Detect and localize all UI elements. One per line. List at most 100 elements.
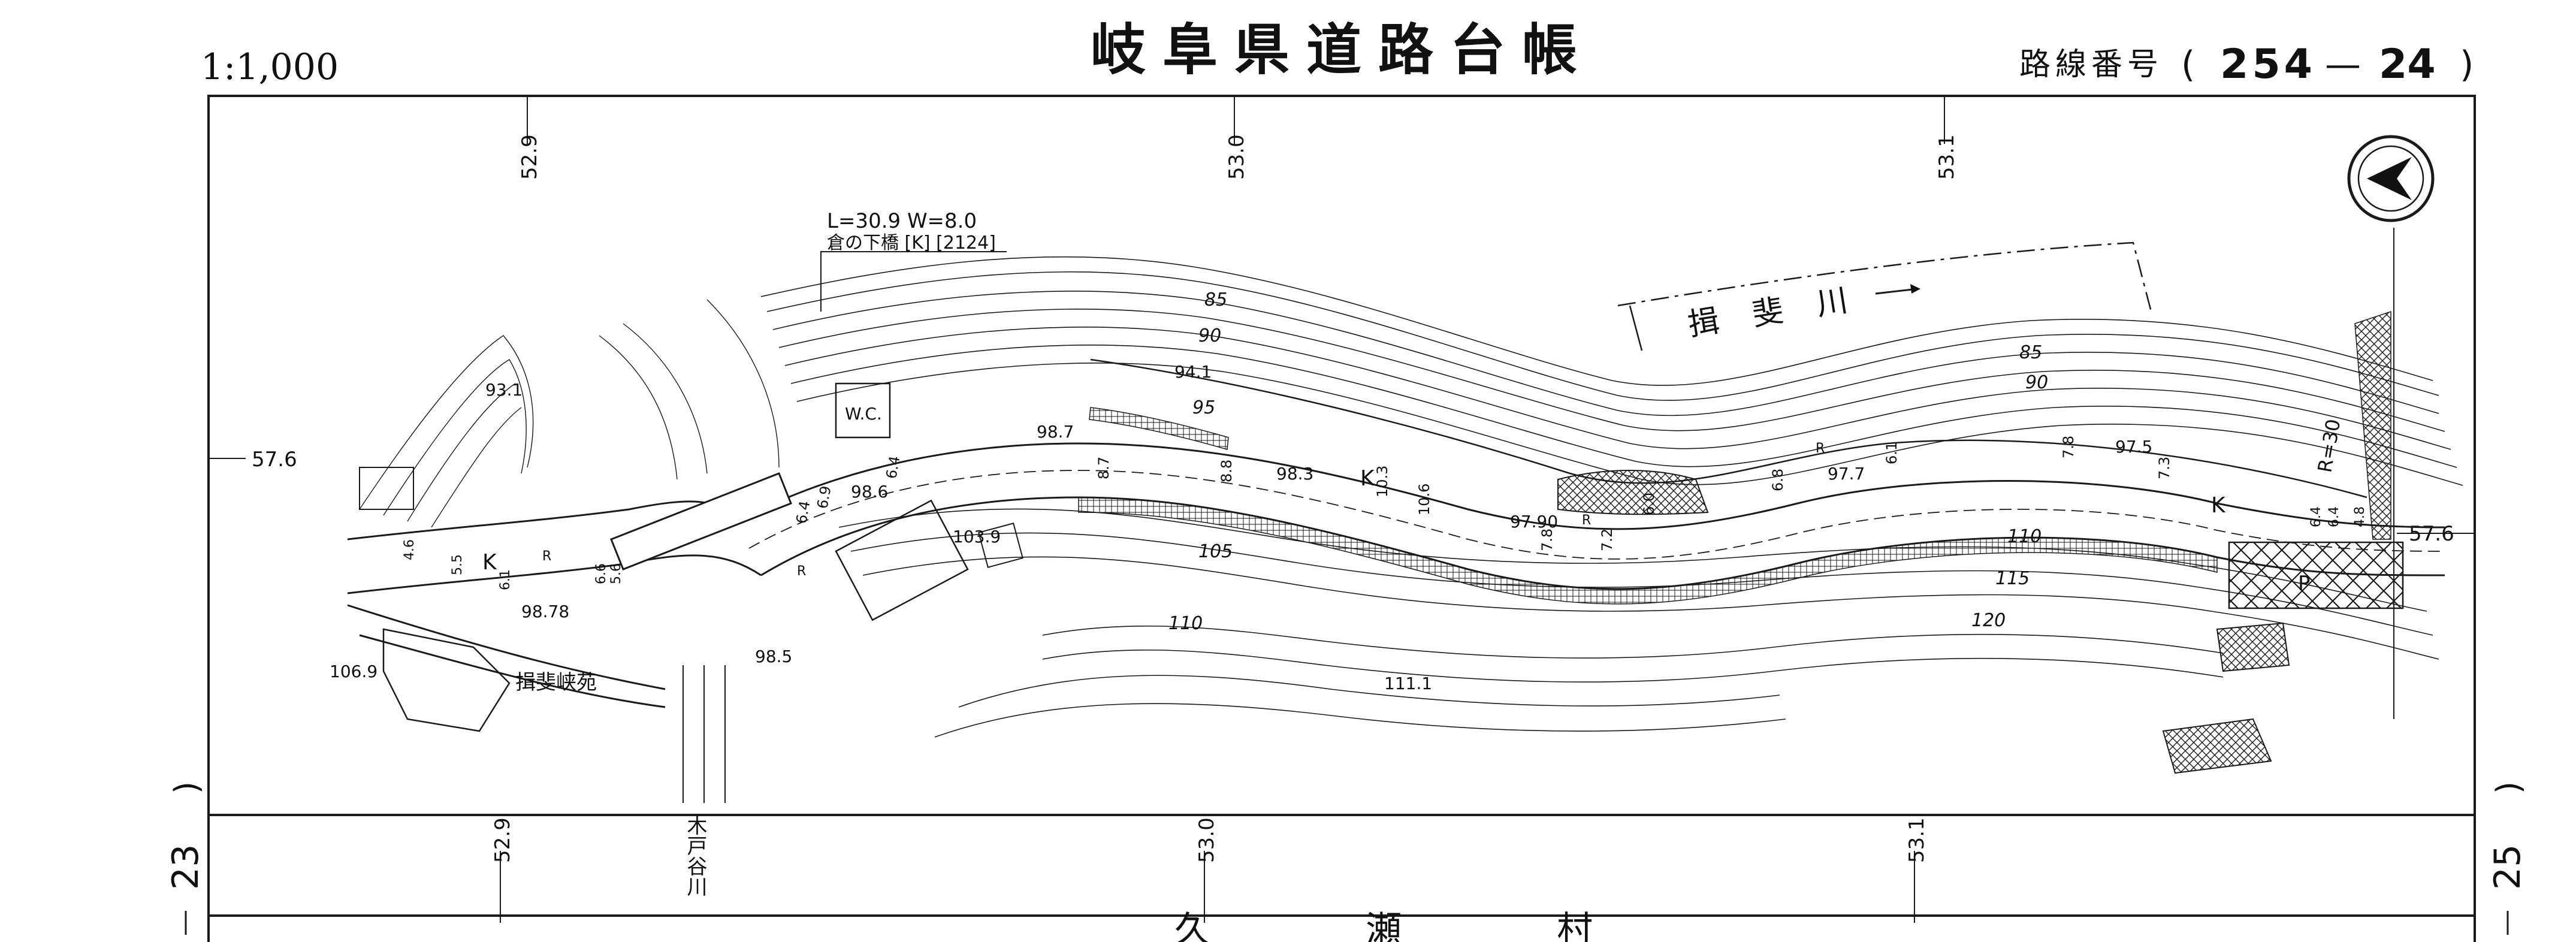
facility-name: 揖斐峡苑: [515, 671, 597, 695]
grid-ticks: [209, 96, 2475, 923]
river-boundary-line: [1617, 241, 2152, 312]
river-name: 揖 斐 川: [1686, 280, 1862, 343]
contour-lines-west: [359, 299, 780, 528]
building-small-west: [359, 467, 414, 510]
spot-elevation: 97.7: [1828, 464, 1865, 484]
grid-tick-top-2: 53.0: [1225, 134, 1249, 180]
hatched-rock-1: [2216, 622, 2290, 672]
road-retaining-wall: [1078, 497, 2218, 605]
road-width: 6.9: [814, 485, 834, 510]
creek-name: 木戸谷川: [683, 815, 707, 896]
river-boundary-tick: [1629, 305, 1643, 351]
grid-tick-top-3: 53.1: [1935, 134, 1959, 180]
road-width: 7.8: [2060, 436, 2077, 458]
contour-label: 110: [2007, 526, 2042, 547]
road-class-symbol: R: [1816, 441, 1825, 456]
village-name: 久 瀬 村: [1174, 909, 1665, 942]
page-title: 岐阜県道路台帳: [1091, 18, 1594, 82]
next-sheet-number: 25: [2487, 844, 2529, 890]
grid-tick-bottom-1: 52.9: [491, 817, 515, 863]
bridge-name: 倉の下橋 [K] [2124]: [827, 233, 996, 253]
route-open-paren: (: [2181, 44, 2195, 86]
spot-elevation: 97.90: [1510, 512, 1558, 532]
road-width: 8.8: [1218, 460, 1235, 482]
spot-elevation: 97.5: [2115, 437, 2152, 457]
grid-tick-top-1: 52.9: [518, 134, 542, 180]
road-width: 6.1: [1883, 442, 1900, 464]
spot-elevations: 93.1 94.1 98.7 98.3 98.6 103.9 98.78 98.…: [330, 362, 2152, 693]
north-arrow-icon: [2347, 135, 2435, 222]
route-sheet-number: 24: [2379, 41, 2436, 88]
contour-label: 110: [1168, 613, 1203, 634]
road-class-symbol: R: [1582, 513, 1591, 528]
road-symbols: K K K R R R R P: [482, 441, 2311, 596]
road-width: 7.2: [1599, 529, 1615, 551]
route-label: 路線番号: [2019, 47, 2163, 83]
contour-label: 85: [2019, 342, 2042, 363]
road-class-symbol: K: [1360, 466, 1375, 491]
river-flow-arrow: [1875, 288, 1918, 295]
bridge-leader-line: [820, 251, 1007, 312]
contour-label: 90: [2025, 372, 2048, 393]
creek: [682, 665, 726, 803]
road-width: 4.6: [402, 539, 417, 560]
road-width: 6.4: [2309, 506, 2324, 527]
curve-radius-label: R=30: [2313, 417, 2345, 474]
bridge-dimensions: L=30.9 W=8.0: [827, 209, 977, 233]
road-class-symbol: R: [797, 564, 806, 579]
road-class-symbol: K: [2211, 493, 2226, 518]
road-width: 10.6: [1416, 484, 1433, 515]
road-width: 5.6: [609, 563, 624, 584]
contour-label: 115: [1995, 568, 2030, 589]
buildings: [359, 382, 1023, 732]
grid-tick-right: 57.6: [2409, 522, 2454, 546]
road-width: 6.6: [594, 563, 609, 584]
road-class-symbol: R: [542, 549, 551, 564]
spot-elevation: 98.7: [1037, 422, 1074, 442]
spot-elevation: 106.9: [330, 662, 378, 681]
contour-label: 105: [1198, 541, 1233, 562]
grid-tick-left: 57.6: [252, 448, 297, 472]
contour-lines-north: [760, 256, 2463, 486]
road-width: 6.4: [883, 455, 903, 480]
road-widths: 6.4 6.9 6.4 8.7 8.8 10.3 10.6 7.8 7.2 6.…: [402, 436, 2367, 590]
spot-elevation: 98.78: [521, 602, 569, 621]
parking-symbol: P: [2298, 572, 2311, 596]
contour-label: 95: [1192, 397, 1215, 418]
road-class-symbol: K: [482, 550, 497, 575]
contour-labels: 85 90 95 85 90 105 110 110 115 120: [1168, 289, 2048, 634]
parking-area[interactable]: [2228, 541, 2404, 609]
grid-tick-bottom-2: 53.0: [1195, 817, 1219, 863]
route-close-paren: ): [2460, 44, 2474, 86]
toilet-label: W.C.: [845, 404, 882, 424]
road-width: 6.1: [498, 569, 513, 590]
road-width: 5.5: [450, 554, 465, 575]
road-width: 6.4: [793, 500, 813, 525]
road-width: 10.3: [1374, 466, 1391, 497]
road-width: 4.8: [2352, 506, 2367, 527]
spot-elevation: 94.1: [1174, 362, 1212, 382]
road-width: 6.0: [1641, 493, 1657, 515]
road-guard-wall: [1089, 407, 1229, 450]
contour-label: 85: [1204, 289, 1227, 310]
spot-elevation: 93.1: [485, 380, 523, 400]
building-facility: [382, 628, 511, 732]
road-width: 7.3: [2156, 457, 2173, 479]
bridge-deck[interactable]: [610, 472, 792, 570]
contour-label: 90: [1198, 325, 1221, 346]
building-lodge: [835, 499, 969, 621]
prev-sheet-number: 23: [165, 844, 207, 890]
grid-tick-bottom-3: 53.1: [1905, 817, 1929, 863]
river-bank: [1090, 358, 2367, 499]
road-width: 7.8: [1539, 529, 1556, 551]
hatched-embankment: [1557, 470, 1709, 515]
spot-elevation: 111.1: [1384, 674, 1432, 693]
road-width: 8.7: [1095, 457, 1112, 479]
road-width: 6.4: [2327, 506, 2342, 527]
spot-elevation: 98.3: [1276, 464, 1313, 484]
prev-sheet-paren: ): [168, 781, 206, 794]
contour-lines-south: [838, 508, 2439, 738]
hatched-slope-east: [2354, 310, 2391, 540]
next-sheet-paren: ): [2490, 781, 2527, 794]
